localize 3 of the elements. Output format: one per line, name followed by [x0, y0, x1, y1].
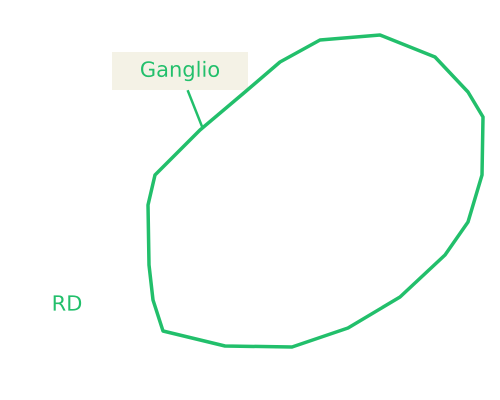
- region-label: RD: [54, 295, 82, 311]
- leader-line: [186, 90, 204, 130]
- label-box: Ganglio: [112, 52, 248, 90]
